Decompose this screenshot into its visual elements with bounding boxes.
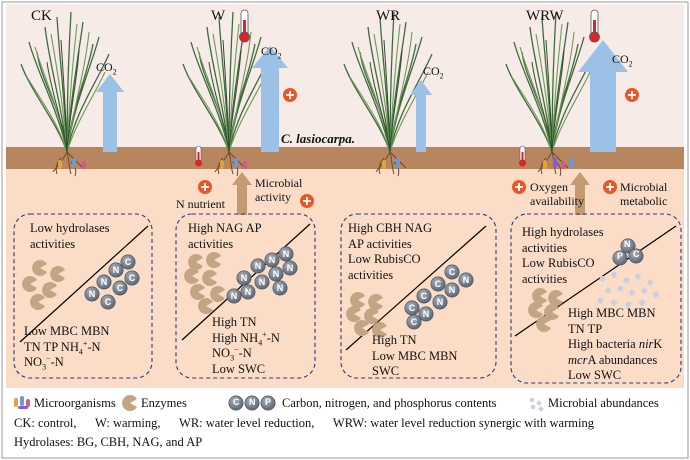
nutrient-letter: N <box>449 285 456 295</box>
nutrient-letter: C <box>449 267 456 277</box>
nutrient-letter: N <box>287 263 294 273</box>
co2-arrow-wr <box>410 80 432 152</box>
label-wrw: WRW <box>526 8 564 24</box>
box-wrw <box>510 213 682 384</box>
legend-letter-n: N <box>249 397 256 407</box>
nutrient-letter: N <box>269 255 276 265</box>
plus-icon-oxygen <box>512 180 526 194</box>
n-nutrient-label: N nutrient <box>176 197 225 211</box>
nutrient-letter: C <box>129 273 136 283</box>
co2-arrow-w <box>252 46 288 152</box>
legend-enzymes: Enzymes <box>141 396 187 410</box>
nutrient-letter: N <box>259 277 266 287</box>
box-ck <box>13 213 153 379</box>
divider-ck <box>19 225 149 343</box>
thermometer-icon-w <box>239 9 250 43</box>
nutrient-letter: N <box>273 269 280 279</box>
nutrient-letter: N <box>277 283 284 293</box>
thermometer-icon-soil-w <box>195 145 202 167</box>
nutrient-letter: N <box>423 309 430 319</box>
plus-icon-microbial-activity <box>300 194 314 208</box>
co2-arrow-wrw <box>578 40 628 152</box>
nutrient-letter: N <box>245 287 252 297</box>
nutrient-letter: C <box>117 283 124 293</box>
microbial-abundance-icon <box>529 397 544 412</box>
box-wr <box>340 213 497 379</box>
divider-wr <box>345 225 487 351</box>
label-ck: CK <box>31 8 52 24</box>
microbes-wr <box>382 158 400 169</box>
plus-icon-wrw-co2 <box>625 88 639 102</box>
legend-letter-p: P <box>265 397 272 407</box>
box-w <box>175 213 316 379</box>
microbes-ck <box>58 158 86 169</box>
microbes-w <box>220 158 247 169</box>
legend-microorganisms: Microorganisms <box>34 396 116 410</box>
plus-icon-w-co2 <box>283 88 297 102</box>
nutrient-letter: N <box>283 249 290 259</box>
species-label: C. lasiocarpa. <box>281 131 356 146</box>
thermometer-icon-wrw <box>589 9 600 43</box>
nutrient-letter: N <box>101 277 108 287</box>
up-arrow-w <box>232 172 252 215</box>
legend-hydrolases: Hydrolases: BG, CBH, NAG, and AP <box>14 435 203 449</box>
microbes-wrw <box>543 158 573 169</box>
legend-microbial-abundances: Microbial abundances <box>548 396 659 410</box>
nutrient-letter: C <box>105 297 112 307</box>
label-wr: WR <box>376 8 401 24</box>
thermometer-icon-soil-wrw <box>519 145 526 167</box>
nutrient-letter: C <box>421 291 428 301</box>
nutrient-letter: N <box>231 291 238 301</box>
plus-icon-microbial-metabolic <box>603 180 617 194</box>
co2-label-ck: CO2 <box>96 60 117 77</box>
legend-treatment-definitions: CK: control, W: warming, WR: water level… <box>14 416 594 430</box>
microbial-abundance-wrw <box>597 271 660 308</box>
nutrient-letter: N <box>437 297 444 307</box>
nutrient-letter: N <box>463 275 470 285</box>
nutrient-letter: C <box>409 303 416 313</box>
co2-label-wr: CO2 <box>423 64 444 81</box>
wrw-bottom-text: High MBC MBN TN TP High bacteria nirK mc… <box>568 306 663 382</box>
up-arrow-wrw <box>570 172 590 215</box>
w-bottom-text: High TN High NH4+-N NO3−-N Low SWC <box>212 315 280 376</box>
nutrient-letter: N <box>89 289 96 299</box>
legend-cnp: Carbon, nitrogen, and phosphorus content… <box>282 396 497 410</box>
label-w: W <box>211 8 226 24</box>
co2-label-wrw: CO2 <box>612 52 633 69</box>
nutrient-letter: C <box>411 317 418 327</box>
co2-arrow-ck <box>96 74 124 152</box>
nutrient-letter: N <box>241 273 248 283</box>
microorganisms-icon <box>14 396 30 409</box>
legend-letter-c: C <box>233 397 240 407</box>
nutrient-letter-n: N <box>624 239 631 249</box>
ck-bottom-text: Low MBC MBN TN TP NH4+-N NO3−-N <box>24 324 110 372</box>
plus-icon-n-nutrient <box>198 180 212 194</box>
nutrient-letter: C <box>435 279 442 289</box>
co2-label-w: CO2 <box>261 44 282 61</box>
nutrient-letter-p: P <box>617 251 624 261</box>
nutrient-letter: C <box>125 257 132 267</box>
nutrient-letter: N <box>113 265 120 275</box>
nutrient-letter-c: C <box>633 249 640 259</box>
nutrient-letter: N <box>255 261 262 271</box>
